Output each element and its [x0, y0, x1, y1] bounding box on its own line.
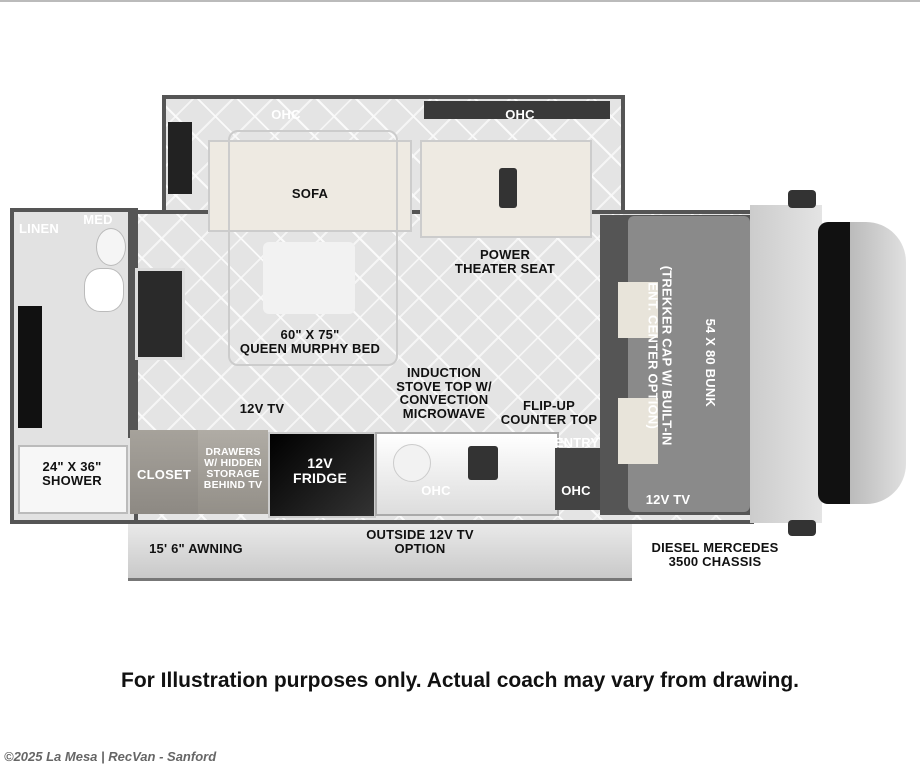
fridge — [268, 432, 376, 518]
outside-tv-label: OUTSIDE 12V TV OPTION — [366, 527, 474, 556]
ohc-entry-label: OHC — [561, 483, 591, 498]
disclaimer: For Illustration purposes only. Actual c… — [121, 669, 799, 692]
awning — [128, 516, 632, 581]
ohc-cabinet-top — [424, 101, 610, 119]
stove-icon — [468, 446, 498, 480]
wall-tv — [168, 122, 192, 194]
copyright: ©2025 La Mesa | RecVan - Sanford — [4, 749, 217, 764]
counter-label: FLIP-UP COUNTER TOP — [500, 398, 598, 427]
ohc-label-left: OHC — [271, 107, 301, 122]
toilet-icon — [84, 268, 124, 312]
cab-seat-bottom — [618, 398, 658, 464]
closet — [130, 430, 198, 514]
med-label: MED — [83, 212, 113, 227]
shower-label: 24" X 36" SHOWER — [42, 459, 102, 488]
mirror-top — [788, 190, 816, 208]
sink-icon — [96, 228, 126, 266]
fridge-label: 12V FRIDGE — [292, 455, 348, 486]
vehicle-nose — [850, 222, 906, 504]
top-rule — [0, 0, 920, 2]
murphy-bed-tv — [135, 268, 185, 360]
bath-wall — [128, 208, 134, 438]
theater-seat-label: POWER THEATER SEAT — [454, 247, 556, 276]
drawers — [198, 430, 268, 514]
awning-label: 15' 6" AWNING — [149, 541, 243, 556]
ohc-label-right: OHC — [505, 107, 535, 122]
murphy-bed-label: 60" X 75" QUEEN MURPHY BED — [239, 327, 381, 356]
tv-cab-label: 12V TV — [645, 492, 691, 507]
bunk-label: 54 X 80 BUNK — [702, 318, 718, 408]
bunk-note-label: (TREKKER CAP W/ BUILT-IN ENT. CENTER OPT… — [646, 265, 675, 446]
sofa-label: SOFA — [291, 186, 329, 201]
seat-console — [499, 168, 517, 208]
closet-label: CLOSET — [137, 467, 191, 482]
vehicle-hood — [750, 205, 822, 523]
bed-pillow — [263, 242, 355, 314]
linen-label: LINEN — [19, 221, 59, 236]
shower — [18, 445, 128, 514]
bath-tv — [18, 306, 42, 428]
stove-label: INDUCTION STOVE TOP W/ CONVECTION MICROW… — [396, 365, 492, 421]
sink-basin-icon — [393, 444, 431, 482]
ohc-galley-label: OHC — [421, 483, 451, 498]
drawers-label: DRAWERS W/ HIDDEN STORAGE BEHIND TV — [203, 446, 263, 492]
murphy-bed-outline — [228, 130, 398, 366]
chassis-label: DIESEL MERCEDES 3500 CHASSIS — [651, 540, 779, 569]
sofa — [208, 140, 412, 232]
tv-rear-label: 12V TV — [239, 401, 285, 416]
entry-label: ENTRY — [554, 435, 600, 450]
cab-seat-top — [618, 282, 658, 338]
mirror-bottom — [788, 520, 816, 536]
